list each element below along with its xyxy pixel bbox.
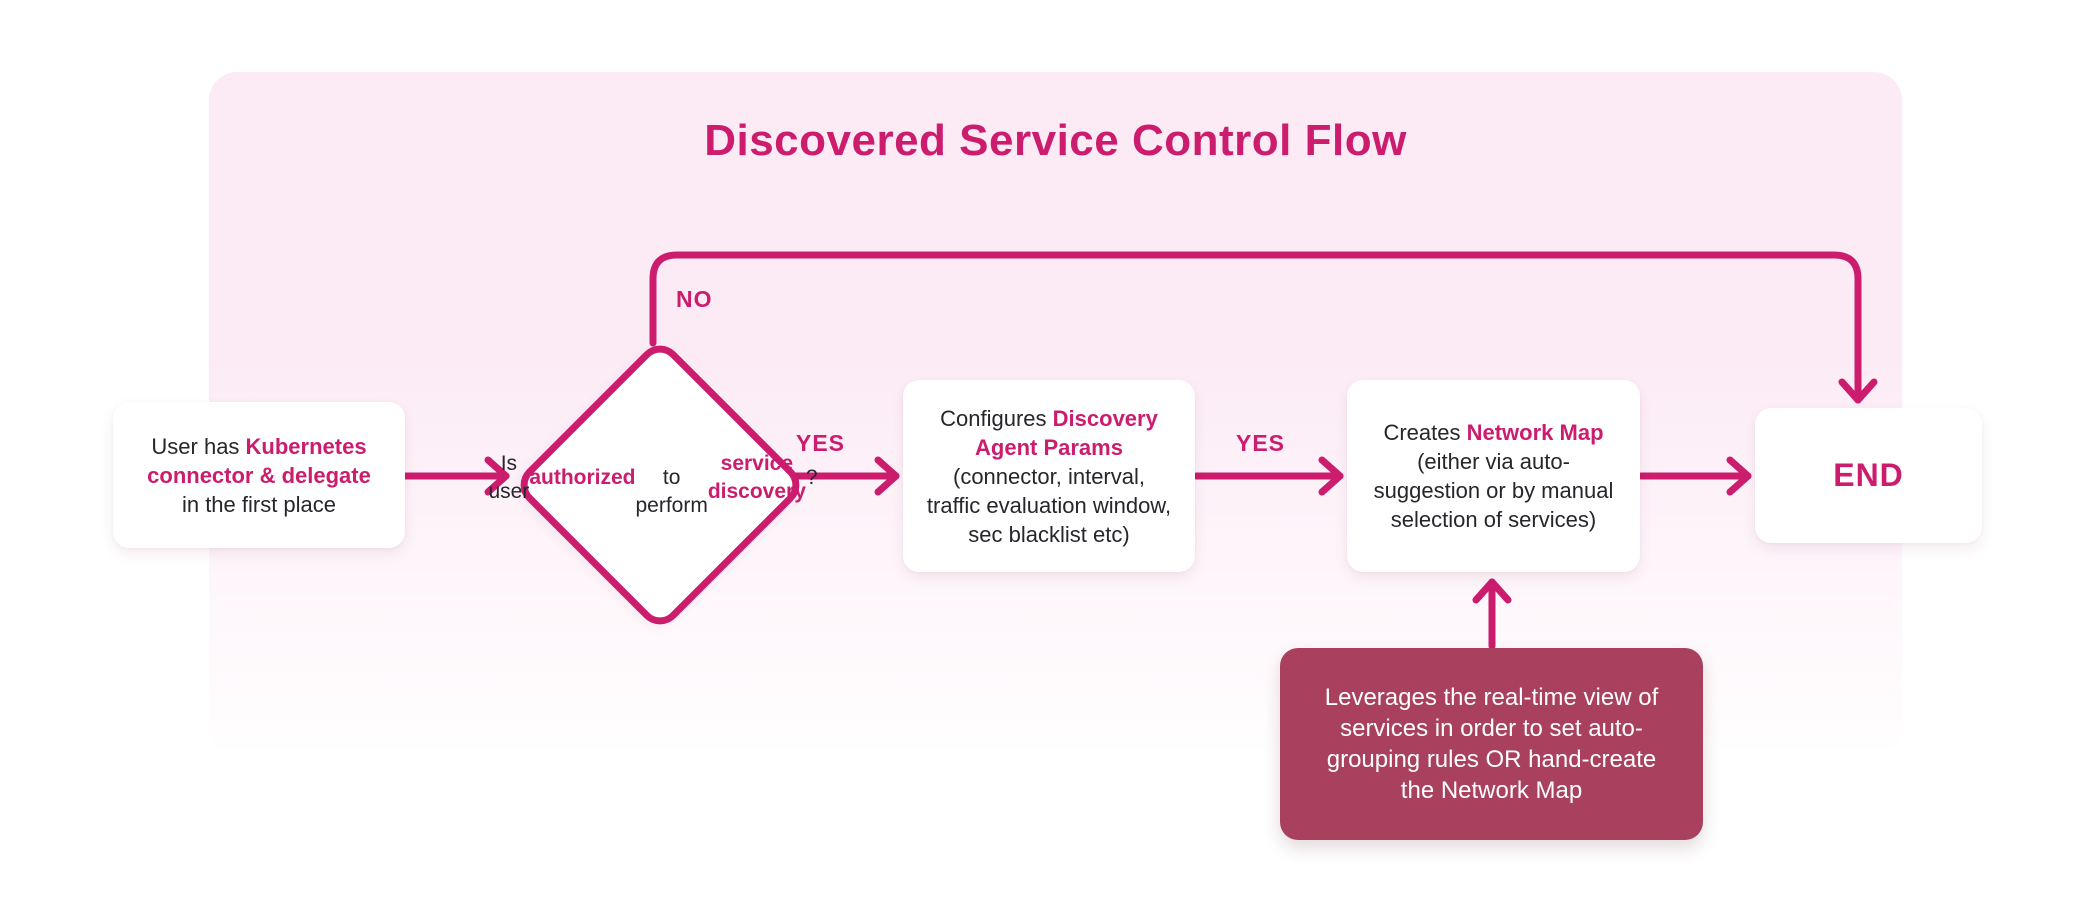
page-title: Discovered Service Control Flow	[704, 116, 1407, 165]
node-end: END	[1755, 408, 1982, 543]
node-end-label: END	[1833, 457, 1904, 493]
node-configure-params-text: Configures Discovery Agent Params (conne…	[926, 405, 1172, 547]
edge-no-to-end	[649, 251, 1878, 404]
node-start-text: User has Kubernetes connector & delegate…	[147, 433, 371, 517]
callout-note: Leverages the real-time view of services…	[1280, 648, 1703, 840]
node-create-network-map-text: Creates Network Map (either via auto- su…	[1373, 420, 1614, 532]
callout-note-text: Leverages the real-time view of services…	[1324, 684, 1659, 804]
node-create-network-map: Creates Network Map (either via auto- su…	[1347, 380, 1640, 572]
node-start: User has Kubernetes connector & delegate…	[113, 402, 405, 548]
edge-label-yes-2: YES	[1236, 430, 1286, 456]
node-configure-params: Configures Discovery Agent Params (conne…	[903, 380, 1195, 572]
edge-label-no: NO	[676, 286, 713, 312]
edge-label-yes-1: YES	[796, 430, 846, 456]
node-decision-text: Is user authorized to perform service di…	[488, 452, 818, 517]
